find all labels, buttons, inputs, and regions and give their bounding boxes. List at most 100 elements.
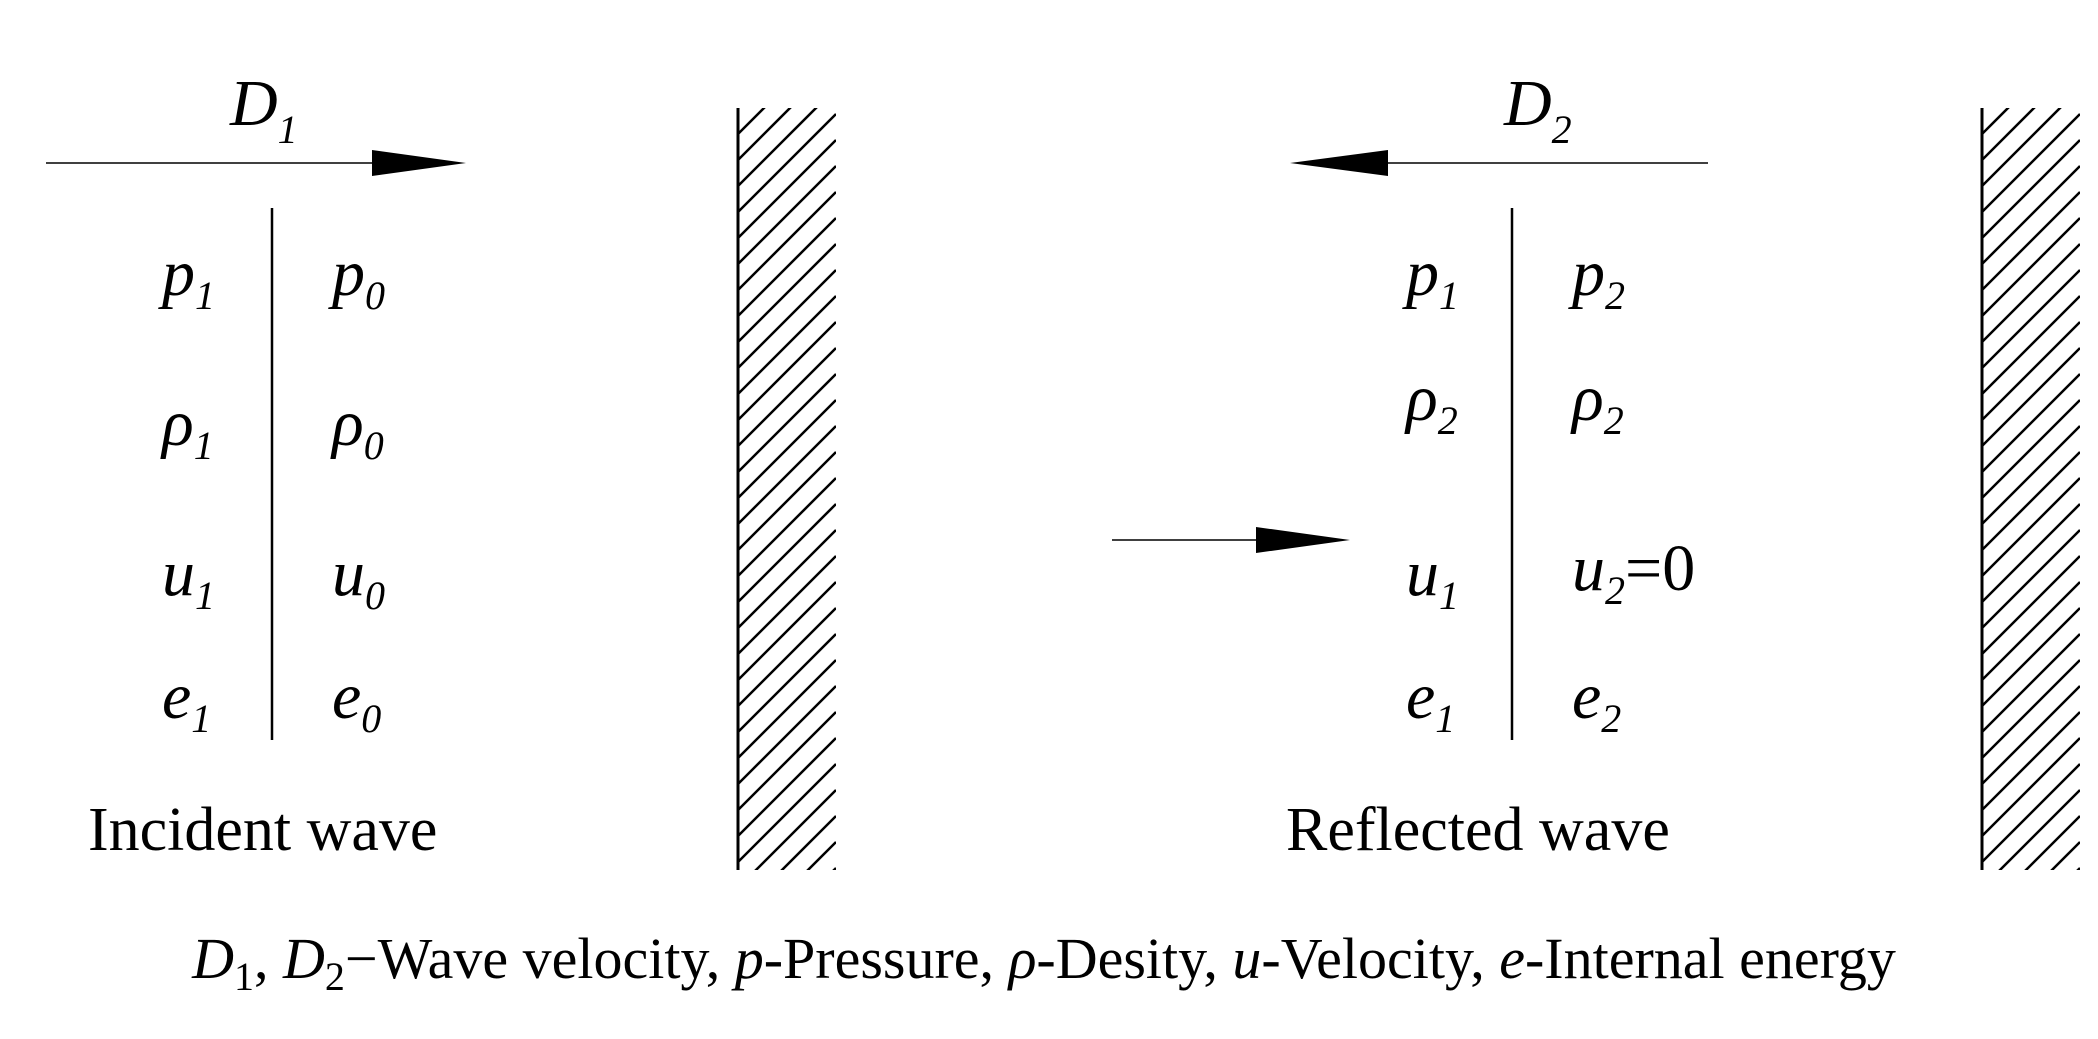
hatch-stroke: [1982, 108, 1984, 109]
incident-e0: e0: [332, 660, 381, 741]
incident-left-column: p1 ρ1 u1 e1: [158, 237, 215, 741]
incident-rho0: ρ0: [330, 387, 384, 468]
hatch-stroke: [1982, 633, 2080, 733]
hatch-stroke: [738, 555, 836, 655]
hatch-stroke: [1998, 789, 2080, 870]
hatch-stroke: [738, 399, 836, 499]
reflected-caption: Reflected wave: [1286, 796, 1670, 864]
hatch-stroke: [738, 763, 836, 863]
hatch-stroke: [1982, 581, 2080, 681]
hatch-stroke: [1982, 165, 2080, 265]
hatch-stroke: [780, 815, 836, 870]
hatch-stroke: [738, 685, 836, 785]
reflected-e2: e2: [1572, 660, 1621, 741]
d2-arrow: [1290, 150, 1708, 176]
hatch-stroke: [1982, 711, 2080, 811]
hatch-stroke: [1982, 108, 2010, 135]
reflected-p1: p1: [1402, 237, 1459, 318]
legend-line: D1, D2−Wave velocity, p-Pressure, ρ-Desi…: [191, 926, 1896, 999]
incident-u1: u1: [162, 537, 215, 618]
d1-symbol: D: [229, 67, 278, 140]
incoming-flow-arrow: [1112, 527, 1350, 553]
d1-subscript: 1: [278, 107, 298, 152]
incident-wall: [736, 108, 836, 870]
hatch-stroke: [738, 529, 836, 629]
incident-u0: u0: [332, 537, 385, 618]
hatch-stroke: [2076, 867, 2080, 870]
hatch-stroke: [738, 503, 836, 603]
incident-rho1: ρ1: [160, 387, 214, 468]
hatch-stroke: [738, 347, 836, 447]
hatch-stroke: [738, 633, 836, 733]
hatch-stroke: [738, 108, 818, 187]
reflected-rho2-left: ρ2: [1404, 362, 1458, 443]
hatch-stroke: [1982, 191, 2080, 291]
hatch-stroke: [2024, 815, 2080, 870]
hatch-stroke: [738, 269, 836, 369]
reflected-rho2-right: ρ2: [1570, 362, 1624, 443]
hatch-stroke: [738, 139, 836, 239]
hatch-stroke: [738, 711, 836, 811]
hatch-stroke: [738, 243, 836, 343]
reflected-p2: p2: [1568, 237, 1625, 318]
incident-p0: p0: [328, 237, 385, 318]
hatch-stroke: [738, 659, 836, 759]
d2-symbol: D: [1503, 67, 1552, 140]
hatch-stroke: [1982, 451, 2080, 551]
d2-label: D2: [1503, 67, 1572, 152]
hatch-stroke: [1982, 269, 2080, 369]
hatch-stroke: [1982, 108, 2036, 161]
hatch-stroke: [754, 789, 836, 870]
reflected-wave-panel: D2 p1 ρ2 u1 e1 p2 ρ2 u2=0 e2 Reflected w…: [1112, 67, 2080, 870]
incident-wave-panel: D1 p1 ρ1 u1 e1 p0 ρ0 u0 e0 Incident wave: [46, 67, 836, 870]
hatch-stroke: [1982, 217, 2080, 317]
hatch-stroke: [738, 581, 836, 681]
hatch-stroke: [1982, 477, 2080, 577]
d2-subscript: 2: [1552, 107, 1572, 152]
hatch-stroke: [1982, 607, 2080, 707]
hatch-stroke: [738, 425, 836, 525]
hatch-stroke: [1982, 295, 2080, 395]
hatch-stroke: [1982, 347, 2080, 447]
hatch-stroke: [738, 477, 836, 577]
hatch-stroke: [738, 737, 836, 837]
hatch-stroke: [738, 113, 836, 213]
hatch-stroke: [1982, 685, 2080, 785]
hatch-stroke: [738, 108, 792, 161]
hatch-stroke: [1982, 425, 2080, 525]
hatch-stroke: [1982, 373, 2080, 473]
reflected-e1: e1: [1406, 660, 1455, 741]
hatch-stroke: [1982, 555, 2080, 655]
hatch-stroke: [1982, 763, 2080, 863]
hatch-stroke: [1982, 737, 2080, 837]
hatch-stroke: [806, 841, 836, 870]
incident-right-column: p0 ρ0 u0 e0: [328, 237, 385, 741]
incident-wall-hatching: [738, 108, 836, 870]
hatch-stroke: [738, 451, 836, 551]
incident-caption: Incident wave: [88, 796, 437, 864]
hatch-stroke: [738, 191, 836, 291]
hatch-stroke: [738, 295, 836, 395]
reflected-u1: u1: [1406, 537, 1459, 618]
hatch-stroke: [738, 373, 836, 473]
reflected-left-column: p1 ρ2 u1 e1: [1402, 237, 1459, 741]
reflected-wall: [1980, 108, 2080, 870]
incident-p1: p1: [158, 237, 215, 318]
hatch-stroke: [738, 108, 766, 135]
hatch-stroke: [2050, 841, 2080, 870]
hatch-stroke: [1982, 399, 2080, 499]
hatch-stroke: [1982, 108, 2062, 187]
hatch-stroke: [1982, 243, 2080, 343]
hatch-stroke: [1982, 139, 2080, 239]
d1-label: D1: [229, 67, 298, 152]
d1-arrow: [46, 150, 466, 176]
hatch-stroke: [1982, 659, 2080, 759]
hatch-stroke: [738, 217, 836, 317]
hatch-stroke: [1982, 529, 2080, 629]
reflected-u2-zero: u2=0: [1572, 532, 1695, 613]
reflected-wall-hatching: [1982, 108, 2080, 870]
hatch-stroke: [1982, 321, 2080, 421]
hatch-stroke: [1982, 113, 2080, 213]
hatch-stroke: [738, 165, 836, 265]
hatch-stroke: [1982, 503, 2080, 603]
